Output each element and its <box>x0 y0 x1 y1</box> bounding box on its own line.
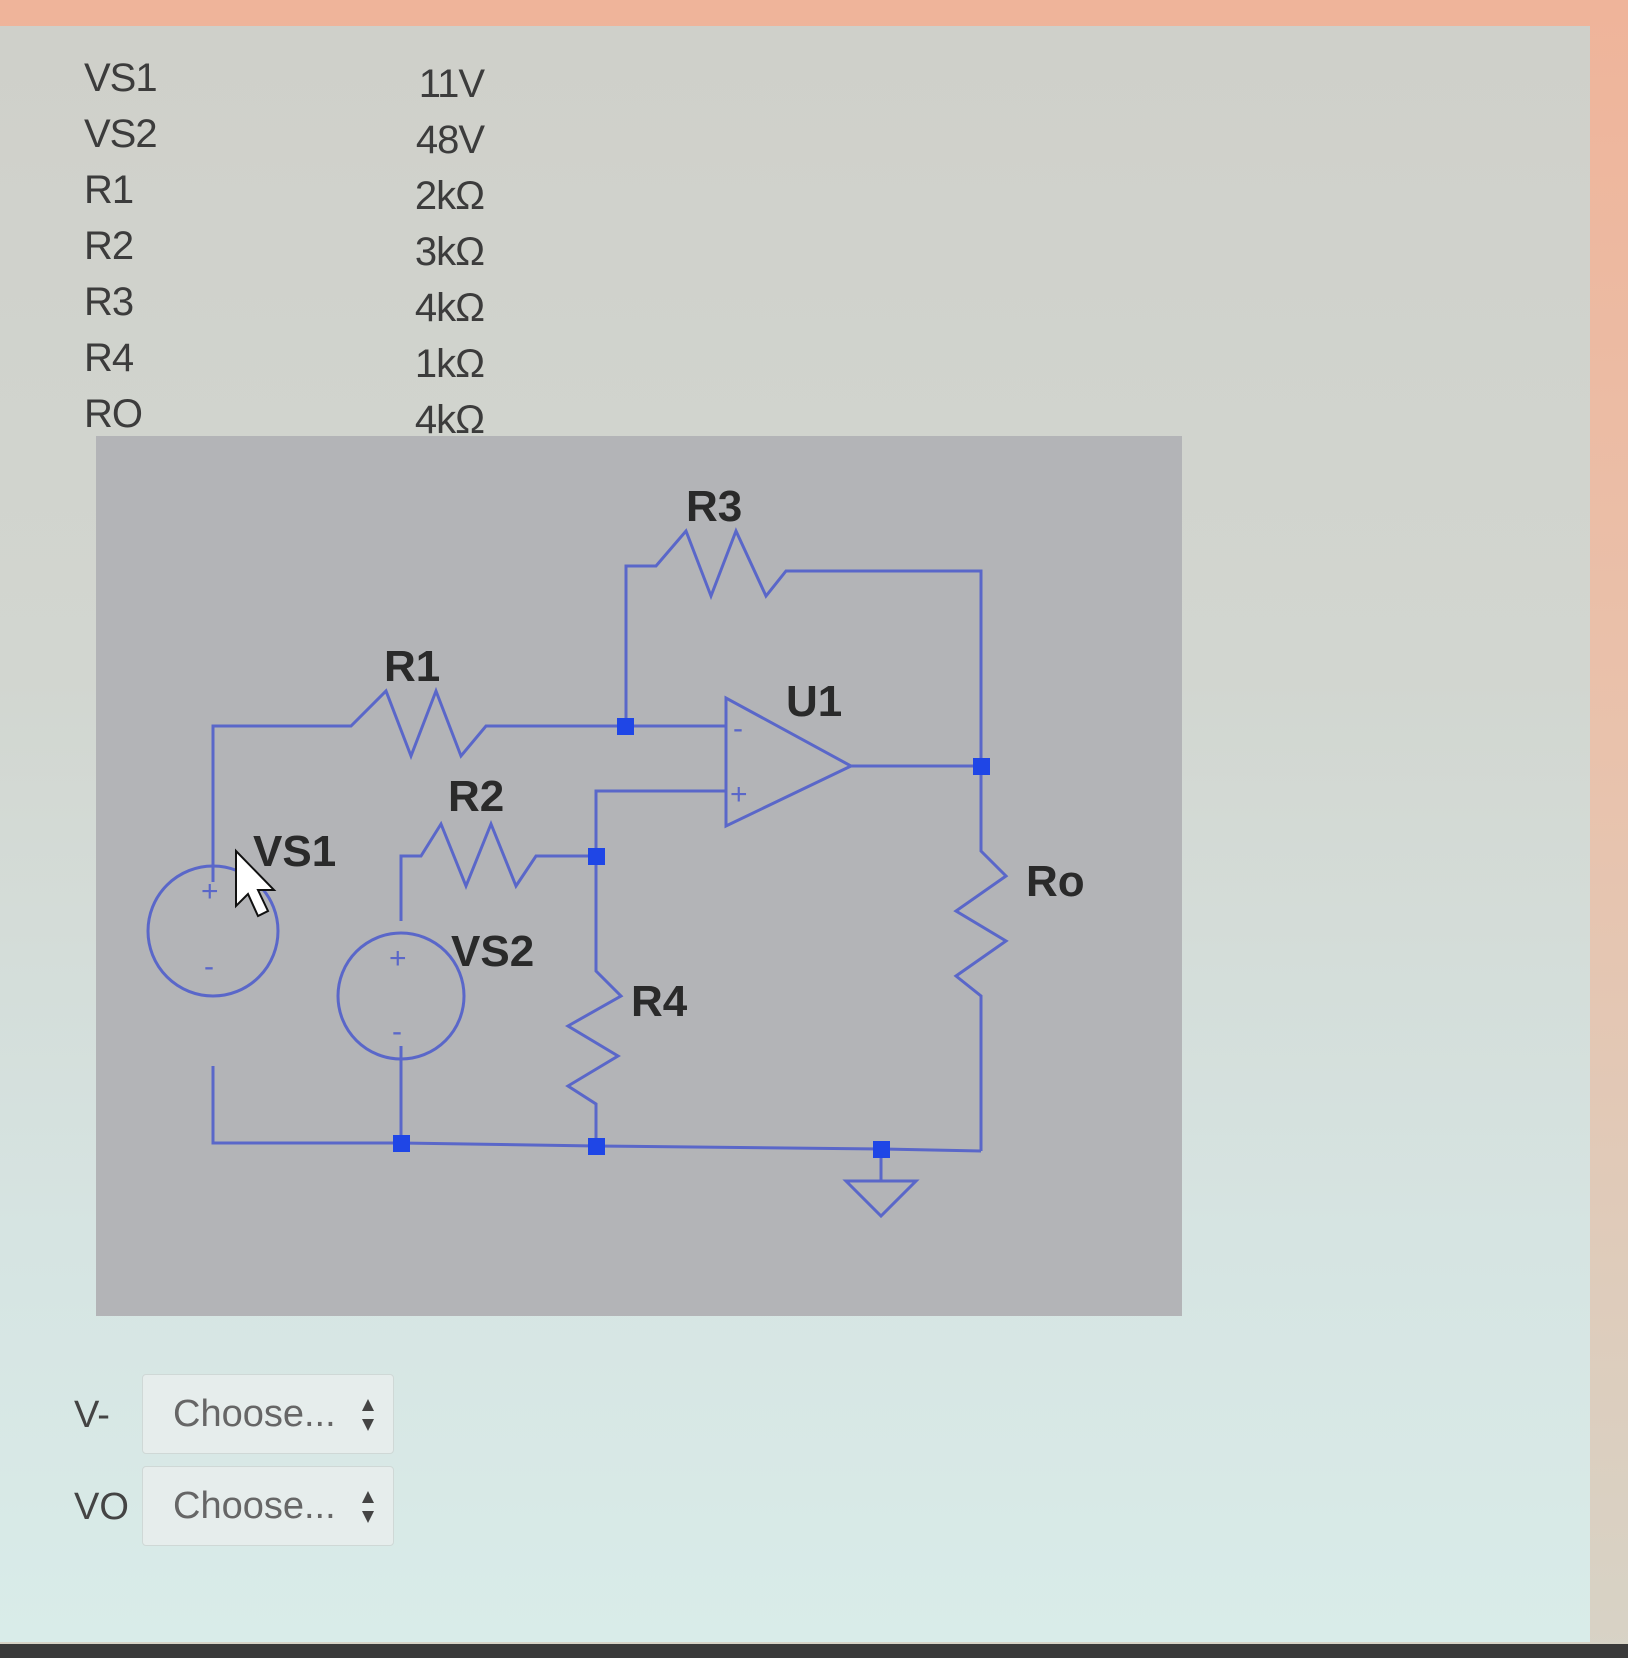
param-name: R1 <box>84 168 134 212</box>
form-row-vo: VO Choose... <box>74 1466 434 1552</box>
vs1-plus-mark: + <box>201 875 219 908</box>
mouse-cursor-icon <box>235 848 277 918</box>
param-name: R4 <box>84 336 134 380</box>
node-junction <box>588 848 605 865</box>
vo-select[interactable]: Choose... <box>142 1466 394 1546</box>
param-value: 48V <box>415 118 485 162</box>
vs2-source-icon <box>336 931 466 1061</box>
vs1-source-icon <box>146 864 280 998</box>
v-minus-select-value: Choose... <box>173 1393 336 1435</box>
wire <box>953 766 1009 1151</box>
u1-label: U1 <box>786 677 842 726</box>
r1-label: R1 <box>384 642 440 691</box>
param-value: 1kΩ <box>414 342 485 386</box>
param-row-r1: R1 2kΩ <box>84 168 485 224</box>
param-row-r4: R4 1kΩ <box>84 336 485 392</box>
v-minus-select[interactable]: Choose... <box>142 1374 394 1454</box>
param-name: R2 <box>84 224 134 268</box>
circuit-diagram: + - + - - + R3 R1 U1 R2 VS1 Ro VS2 R4 <box>146 482 1085 1219</box>
v-minus-label: V- <box>74 1394 110 1436</box>
param-value: 4kΩ <box>414 286 485 330</box>
param-value: 11V <box>418 62 485 106</box>
select-arrows-icon <box>362 1399 374 1431</box>
vs2-plus-mark: + <box>389 942 407 975</box>
ground-icon <box>842 1179 920 1219</box>
parameter-table: VS1 11V VS2 48V R1 2kΩ R2 3kΩ R3 4kΩ R4 … <box>84 56 485 448</box>
select-arrows-icon <box>362 1491 374 1523</box>
param-name: RO <box>84 392 143 436</box>
r2-label: R2 <box>448 772 504 821</box>
param-name: VS2 <box>84 112 158 156</box>
vs1-label: VS1 <box>253 827 336 876</box>
param-name: R3 <box>84 280 134 324</box>
node-junction <box>588 1138 605 1155</box>
param-row-r2: R2 3kΩ <box>84 224 485 280</box>
wire <box>565 856 624 1146</box>
ro-label: Ro <box>1026 857 1085 906</box>
r4-label: R4 <box>631 977 688 1026</box>
vs1-minus-mark: - <box>204 950 214 983</box>
param-row-r3: R3 4kΩ <box>84 280 485 336</box>
screen-bezel <box>0 1644 1628 1658</box>
question-panel: VS1 11V VS2 48V R1 2kΩ R2 3kΩ R3 4kΩ R4 … <box>0 26 1590 1642</box>
wire <box>624 527 983 766</box>
wire <box>211 686 626 882</box>
node-junction <box>617 718 634 735</box>
param-value: 4kΩ <box>414 398 485 442</box>
node-junction <box>973 758 990 775</box>
wire <box>399 819 596 921</box>
opamp-plus-mark: + <box>730 778 748 811</box>
vo-select-value: Choose... <box>173 1485 336 1527</box>
param-name: VS1 <box>84 56 158 100</box>
opamp-icon <box>724 695 855 829</box>
opamp-minus-mark: - <box>733 712 743 745</box>
node-junction <box>393 1135 410 1152</box>
param-value: 3kΩ <box>414 230 485 274</box>
wire <box>594 789 726 856</box>
param-row-vs1: VS1 11V <box>84 56 485 112</box>
form-row-v-minus: V- Choose... <box>74 1374 434 1460</box>
param-row-ro: RO 4kΩ <box>84 392 485 448</box>
param-row-vs2: VS2 48V <box>84 112 485 168</box>
circuit-schematic: + - + - - + R3 R1 U1 R2 VS1 Ro VS2 R4 <box>96 436 1182 1316</box>
r3-label: R3 <box>686 482 742 531</box>
node-junction <box>873 1141 890 1158</box>
wire <box>211 1066 982 1153</box>
param-value: 2kΩ <box>414 174 485 218</box>
vs2-label: VS2 <box>451 927 534 976</box>
vs2-minus-mark: - <box>392 1015 402 1048</box>
vo-label: VO <box>74 1486 129 1528</box>
